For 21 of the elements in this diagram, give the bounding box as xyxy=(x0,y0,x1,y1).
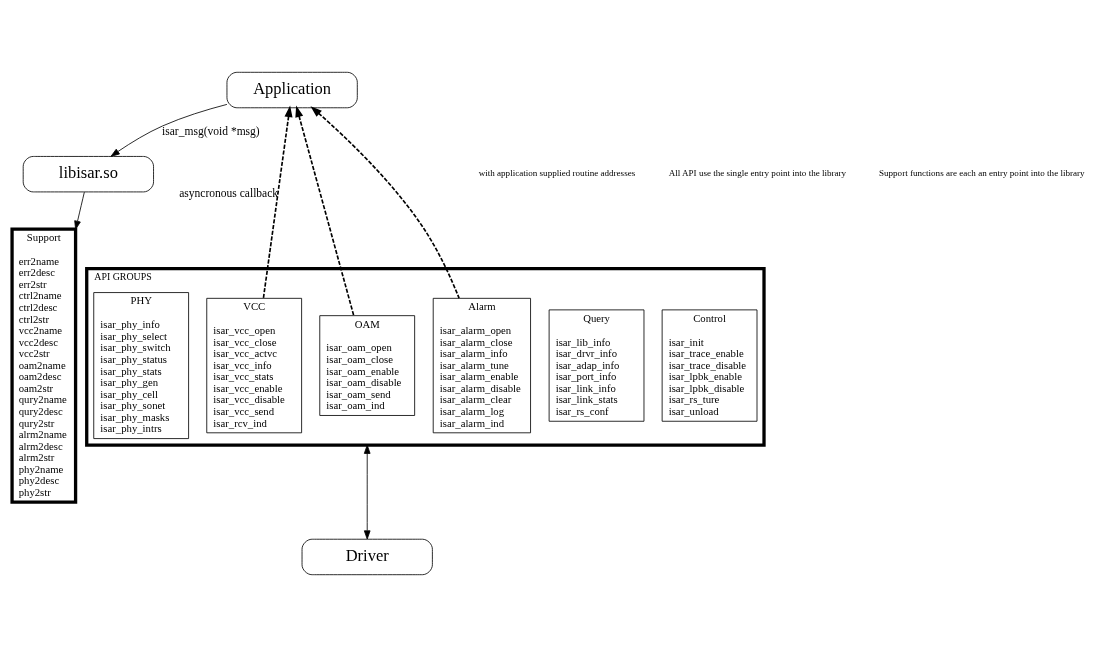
arrow xyxy=(74,191,85,230)
arrow xyxy=(363,444,371,540)
node-box: VCC isar_vcc_open isar_vcc_close isar_vcc_actvc isar_vcc_info isar_vcc_stats isar_vcc_enable isar_vcc_disable isar_vcc_send isar_rcv_ind xyxy=(206,297,303,434)
edge-label: isar_msg(void *msg) xyxy=(162,125,260,138)
node-box: Support err2name err2desc err2str ctrl2name ctrl2desc ctrl2str vcc2name vcc2desc vcc2str oam2name oam2desc oam2str qury2name qury2desc qury2str alrm2name alrm2desc alrm2str phy2name phy2desc phy2str xyxy=(10,227,78,504)
arrow xyxy=(310,106,460,299)
node-box: Alarm isar_alarm_open isar_alarm_close isar_alarm_info isar_alarm_tune isar_alarm_enable isar_alarm_disable isar_alarm_clear isar_alarm_log isar_alarm_ind xyxy=(432,297,531,434)
node-box: PHY isar_phy_info isar_phy_select isar_phy_switch isar_phy_status isar_phy_stats isar_phy_gen isar_phy_cell isar_phy_sonet isar_phy_masks isar_phy_intrs xyxy=(93,292,189,439)
arrow xyxy=(262,105,293,299)
node-box: libisar.so xyxy=(22,156,154,193)
node-box: Driver xyxy=(301,538,433,576)
arrow xyxy=(110,104,228,157)
label: All API use the single entry point into the library xyxy=(668,168,847,179)
node-box: OAM isar_oam_open isar_oam_close isar_oam_enable isar_oam_disable isar_oam_send isar_oam_ind xyxy=(319,315,416,416)
arrow xyxy=(295,105,355,317)
node-box: Control isar_init isar_trace_enable isar_trace_disable isar_lpbk_enable isar_lpbk_disable isar_rs_ture isar_unload xyxy=(661,309,758,422)
label: Support functions are each an entry point into the library xyxy=(878,168,1085,179)
node-box: Application xyxy=(226,71,358,109)
label: with application supplied routine addresses xyxy=(478,168,636,179)
node-box: Query isar_lib_info isar_drvr_info isar_adap_info isar_port_info isar_link_info isar_link_stats isar_rs_conf xyxy=(548,309,645,422)
edge-label: asyncronous callback xyxy=(179,187,279,200)
